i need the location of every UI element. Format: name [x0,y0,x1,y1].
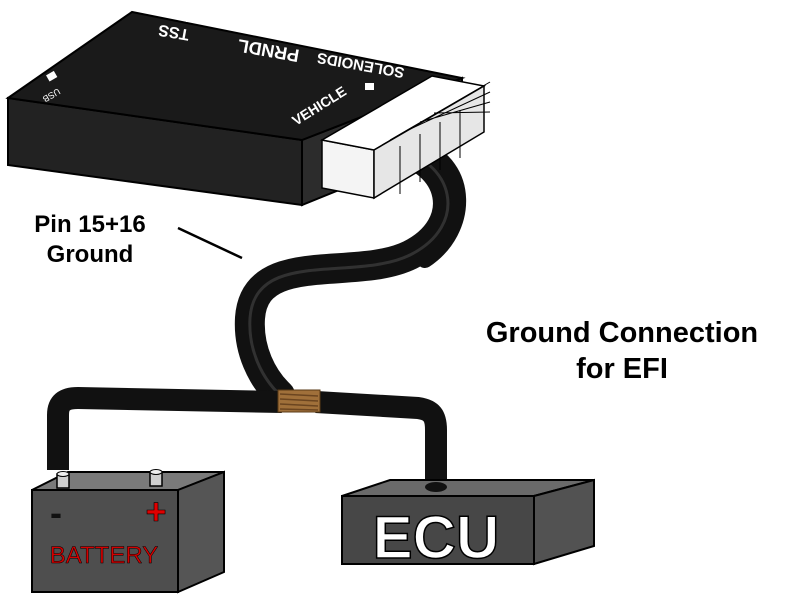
led-vehicle [365,83,374,90]
pin-callout-line1: Pin 15+16 [34,211,146,238]
led-solenoids [372,43,381,50]
battery-label: BATTERY [50,542,158,569]
battery-right [177,470,225,594]
ground-wire-right [315,391,447,488]
module-label-tss: TSS [157,21,191,43]
pin-pointer-line [177,226,243,260]
pin-ground-callout: Pin 15+16 Ground [10,210,170,270]
led-usb [46,70,58,82]
battery-positive-terminal [149,469,163,487]
ecu-right [533,478,595,566]
battery-minus-sign: - [50,492,62,533]
ground-wire [47,387,447,488]
battery-negative-terminal [56,471,70,489]
efi-callout-line2: for EFI [576,353,668,386]
ecu-label: ECU [373,504,500,571]
battery-front [31,489,179,593]
pin-callout-line2: Ground [46,241,134,268]
ground-wire-left [47,387,283,470]
module-top-face [5,10,466,142]
ecu-wire-entry [425,482,447,492]
led-tss [186,15,195,22]
efi-callout-line1: Ground Connection [485,317,759,349]
connector-pin-grid [389,81,491,194]
vehicle-connector [319,75,491,200]
ecu-front [341,495,535,565]
efi-ground-callout: Ground Connection for EFI [452,315,792,388]
ecu-box: ECU [341,478,595,572]
harness-wire-highlight [248,146,450,397]
battery-plus-sign: + [145,491,166,532]
battery: - + BATTERY [31,469,225,594]
splice-strands [279,393,319,411]
control-module: USB TSS PRNDL SOLENOIDS VEHICLE [5,10,491,207]
led-prndl [263,27,272,34]
connector-right [373,84,485,200]
